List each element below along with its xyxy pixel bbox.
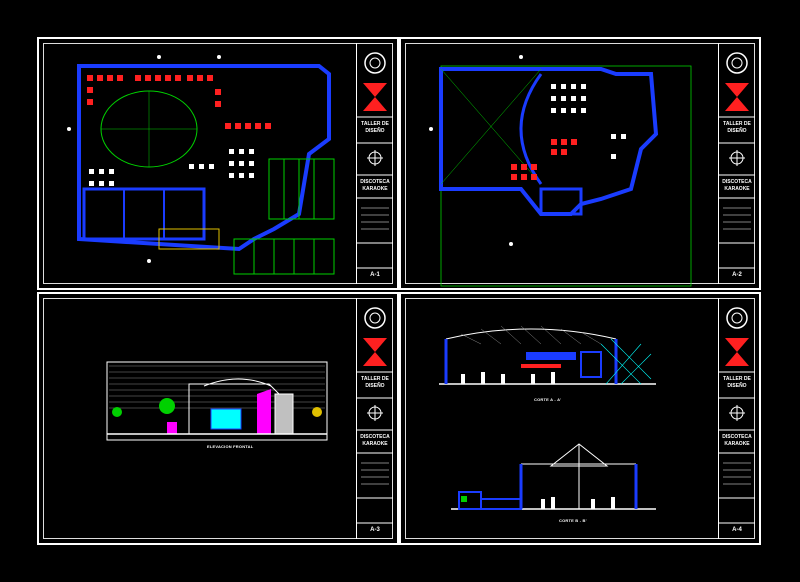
studio-name: TALLER DE DISEÑO: [723, 376, 751, 389]
tree-right: [312, 407, 322, 417]
red-emblem: [363, 338, 387, 366]
upper-wall: [439, 67, 659, 216]
red-emblem: [725, 83, 749, 111]
sheet-number: A-2: [732, 272, 742, 278]
stair-block: [539, 187, 583, 216]
sheet-number: A-3: [370, 527, 380, 533]
sections-drawing: [439, 325, 656, 510]
studio-name: TALLER DE DISEÑO: [361, 121, 389, 134]
red-seating-upper: [511, 139, 577, 180]
sheet-inner-border: [43, 298, 393, 539]
project-name: DISCOTECA KARAOKE: [360, 179, 390, 192]
grid-markers: [67, 55, 221, 263]
project-name: DISCOTECA KARAOKE: [360, 434, 390, 447]
seal-logo: [726, 52, 748, 74]
sheet-inner-border: [405, 43, 755, 284]
sheet-number: A-4: [732, 527, 742, 533]
cylinder-tower: [274, 393, 294, 435]
sheet-upper-floor-plan: TALLER DE DISEÑO DISCOTECA KARAOKE A-2: [399, 37, 761, 290]
studio-name: TALLER DE DISEÑO: [361, 376, 389, 389]
sheet-number: A-1: [370, 272, 380, 278]
elevation-caption: ELEVACION FRONTAL: [207, 444, 254, 449]
tree-left: [112, 407, 122, 417]
project-name: DISCOTECA KARAOKE: [722, 434, 752, 447]
section-b: [451, 443, 656, 510]
sheet-ground-floor-plan: TALLER DE DISEÑO DISCOTECA KARAOKE A-1: [37, 37, 399, 290]
seal-logo: [726, 307, 748, 329]
tree-mid: [159, 398, 175, 414]
roof-arc: [203, 378, 272, 387]
magenta-panel: [257, 389, 271, 434]
upper-floor-drawing: [429, 55, 692, 287]
magenta-block: [167, 422, 177, 434]
red-emblem: [725, 338, 749, 366]
glass-facade: [210, 408, 242, 430]
red-emblem: [363, 83, 387, 111]
title-block: TALLER DE DISEÑO DISCOTECA KARAOKE A-4: [718, 298, 755, 539]
stairs: [158, 228, 220, 250]
sheet-sections: CORTE A - A' CORTE B - B' TALLER DE DISE…: [399, 292, 761, 545]
ground-floor-drawing: [67, 55, 335, 275]
project-name: DISCOTECA KARAOKE: [722, 179, 752, 192]
sheet-inner-border: [405, 298, 755, 539]
white-furniture: [89, 149, 254, 186]
title-block: TALLER DE DISEÑO DISCOTECA KARAOKE A-2: [718, 43, 755, 284]
title-block: TALLER DE DISEÑO DISCOTECA KARAOKE A-1: [356, 43, 393, 284]
curved-balcony: [519, 73, 543, 185]
elevation-drawing: [106, 361, 328, 441]
section-a: [439, 325, 656, 385]
white-furniture-upper: [551, 84, 626, 159]
studio-name: TALLER DE DISEÑO: [723, 121, 751, 134]
title-block: TALLER DE DISEÑO DISCOTECA KARAOKE A-3: [356, 298, 393, 539]
section-a-caption: CORTE A - A': [534, 397, 562, 402]
sheet-front-elevation: ELEVACION FRONTAL TALLER DE DISEÑO DISCO…: [37, 292, 399, 545]
red-seating-top: [87, 75, 271, 129]
elevation-frame: [106, 361, 328, 441]
seal-logo: [364, 52, 386, 74]
sheet-inner-border: [43, 43, 393, 284]
seal-logo: [364, 307, 386, 329]
section-b-caption: CORTE B - B': [559, 518, 587, 523]
lower-rooms: [82, 187, 206, 241]
parking-area: [233, 158, 335, 275]
